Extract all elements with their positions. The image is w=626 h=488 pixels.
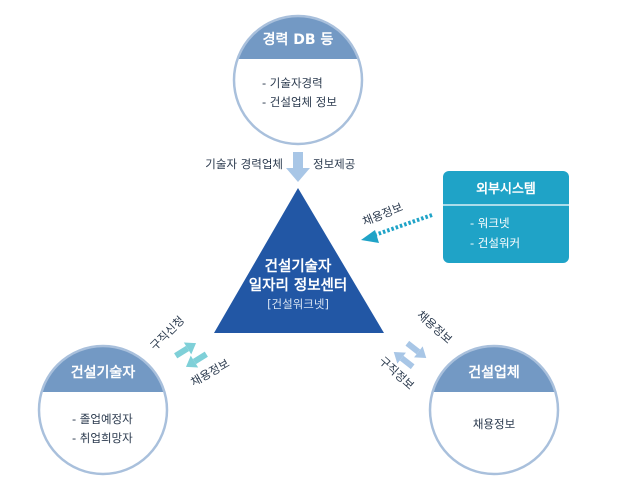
top-arrow-label-left: 기술자 경력업체 (205, 157, 283, 171)
center-title-line1: 건설기술자 (265, 258, 332, 275)
left-exchange-arrows (174, 342, 208, 368)
right-circle-body: 채용정보 (473, 417, 515, 431)
left-up-arrow (174, 342, 197, 359)
left-circle-item: - 취업희망자 (72, 431, 133, 445)
right-circle-title: 건설업체 (468, 364, 520, 381)
top-circle-title: 경력 DB 등 (263, 31, 334, 48)
external-dotted-arrow (361, 213, 433, 243)
right-up-arrow (393, 351, 415, 370)
top-circle: 경력 DB 등 - 기술자경력 - 건설업체 정보 (232, 14, 364, 146)
top-circle-item: - 건설업체 정보 (262, 95, 337, 109)
top-circle-item: - 기술자경력 (262, 76, 323, 90)
center-subtitle: [건설워크넷] (267, 297, 329, 311)
left-down-arrow (185, 351, 208, 368)
right-circle: 건설업체 채용정보 (428, 344, 560, 476)
right-down-arrow (405, 340, 427, 359)
center-triangle: 건설기술자 일자리 정보센터 [건설워크넷] (214, 188, 384, 333)
external-system-item: - 건설워커 (470, 236, 520, 250)
right-exchange-arrows (393, 340, 427, 370)
right-up-label: 채용정보 (414, 308, 455, 347)
center-title-line2: 일자리 정보센터 (249, 276, 347, 294)
left-up-label: 구직신청 (147, 313, 187, 353)
top-arrow-label-right: 정보제공 (313, 157, 355, 171)
left-circle-item: - 졸업예정자 (72, 412, 133, 426)
external-arrow-label: 채용정보 (360, 200, 404, 229)
left-circle-title: 건설기술자 (71, 364, 136, 381)
top-down-arrow (286, 152, 310, 182)
external-system-title: 외부시스템 (476, 181, 536, 197)
external-system-item: - 워크넷 (470, 216, 510, 230)
left-circle: 건설기술자 - 졸업예정자 - 취업희망자 (37, 344, 169, 476)
external-system-box: 외부시스템 - 워크넷 - 건설워커 (443, 171, 569, 263)
